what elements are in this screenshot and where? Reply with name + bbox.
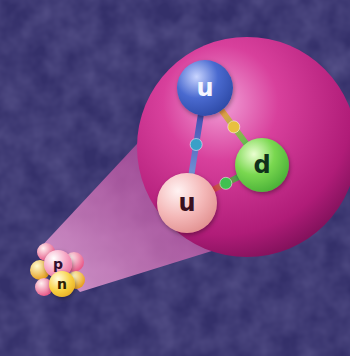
particle-letter: d <box>253 153 270 177</box>
gluon-line <box>222 111 246 144</box>
gluon-line <box>214 177 238 189</box>
nucleus-cluster <box>30 243 85 296</box>
up-quark: u <box>157 173 217 233</box>
up-quark: u <box>177 60 233 116</box>
neutron-ball: n <box>49 271 75 297</box>
gluon-link <box>222 111 246 144</box>
down-quark: d <box>235 138 289 192</box>
particle-letter: u <box>178 191 195 215</box>
gluon-link <box>190 116 202 174</box>
particle-letter: n <box>57 277 67 291</box>
proton-sphere <box>137 37 350 257</box>
particle-letter: p <box>53 257 63 271</box>
particle-letter: u <box>196 76 213 100</box>
gluon-link <box>214 177 238 189</box>
gluon-ball <box>228 121 240 133</box>
gluon-ball <box>190 139 202 151</box>
gluon-ball <box>220 177 232 189</box>
